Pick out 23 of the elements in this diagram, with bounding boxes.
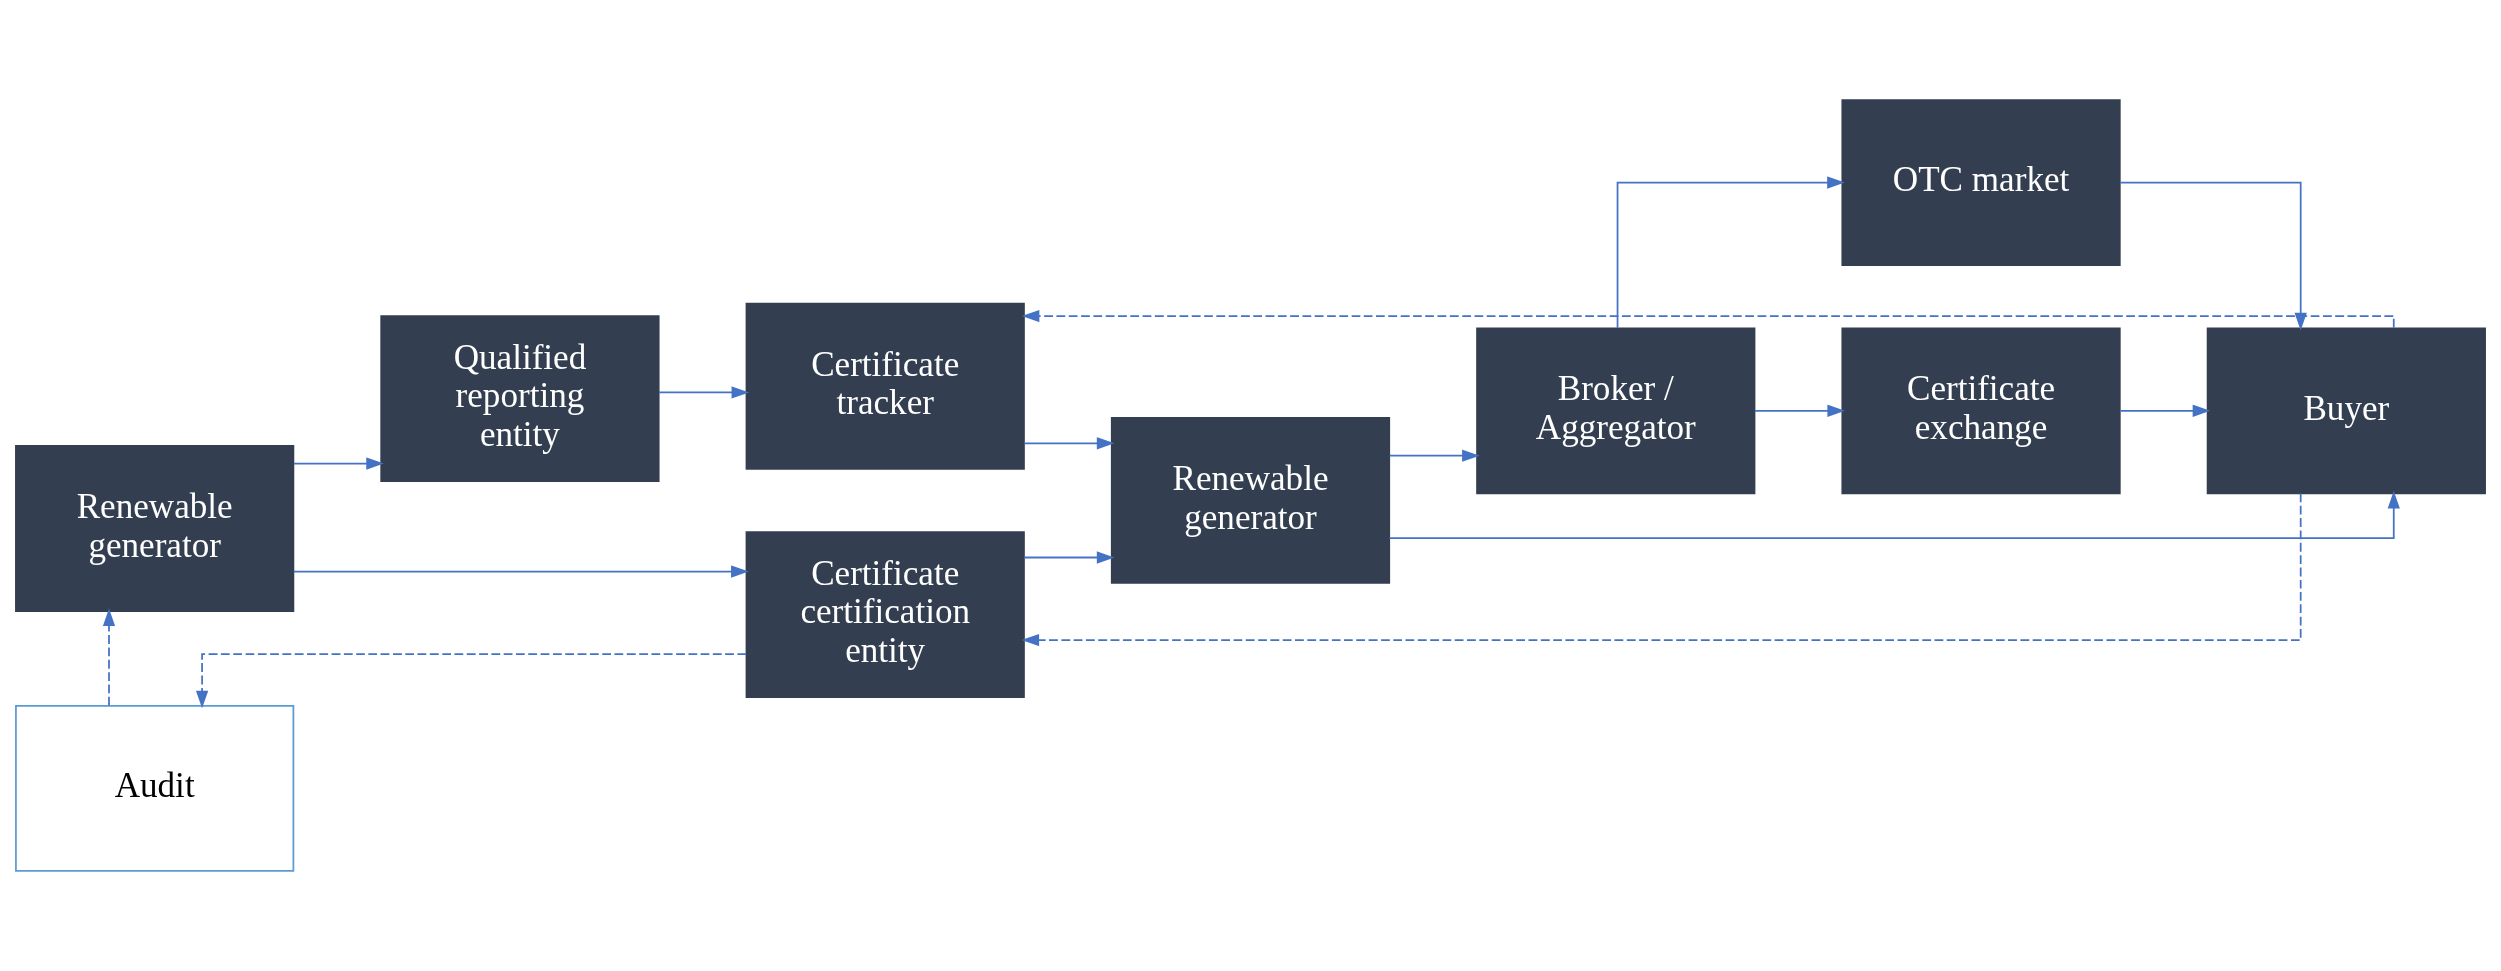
arrow — [658, 386, 750, 399]
node-box: Audit — [15, 705, 295, 872]
arrow — [1388, 491, 2400, 540]
arrow — [292, 565, 749, 578]
arrow — [2119, 404, 2211, 418]
arrow — [102, 608, 116, 707]
node-box: Broker / Aggregator — [1476, 327, 1756, 495]
arrow — [1388, 449, 1480, 462]
node-box: Renewable generator — [15, 445, 295, 612]
node-box: Certificate tracker — [745, 302, 1025, 470]
arrow — [1023, 551, 1115, 564]
arrow — [1754, 404, 1845, 418]
node-box: Certificate exchange — [1841, 327, 2121, 495]
arrow — [195, 653, 748, 709]
node-box: Renewable generator — [1110, 417, 1391, 584]
node-box: Qualified reporting entity — [380, 315, 660, 482]
node-box: OTC market — [1841, 99, 2121, 266]
arrow — [1021, 492, 2302, 647]
arrow — [292, 457, 384, 470]
arrow — [1023, 437, 1115, 450]
node-box: Buyer — [2206, 327, 2486, 495]
arrow — [1616, 176, 1845, 329]
node-box: Certificate certification entity — [745, 531, 1025, 698]
